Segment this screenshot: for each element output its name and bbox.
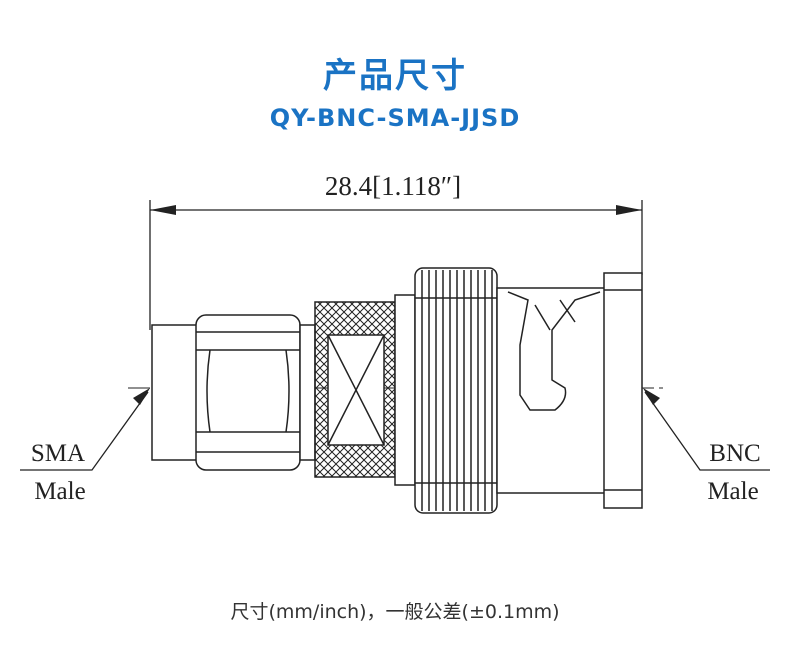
sma-male-section [151,314,316,471]
sma-label: SMA [31,440,85,467]
connector-drawing: 28.4[1.118″] [20,171,770,514]
tolerance-note: 尺寸(mm/inch)，一般公差(±0.1mm) [230,601,560,623]
bnc-coupling-nut [414,267,498,514]
dimension-line [149,200,643,330]
bnc-label: BNC [709,440,760,467]
model-number: QY-BNC-SMA-JJSD [269,104,521,132]
bnc-body [496,272,643,509]
knurled-coupling [314,294,416,486]
dimension-arrow-left [150,205,176,215]
dimension-label: 28.4[1.118″] [325,171,461,201]
sma-leader-arrow [133,388,150,405]
bnc-label-gender: Male [707,478,758,505]
sma-label-gender: Male [34,478,85,505]
page-title: 产品尺寸 [323,56,467,96]
bnc-leader-arrow [643,388,660,405]
dimension-arrow-right [616,205,642,215]
bnc-leader [644,391,770,471]
sma-leader [20,391,149,471]
